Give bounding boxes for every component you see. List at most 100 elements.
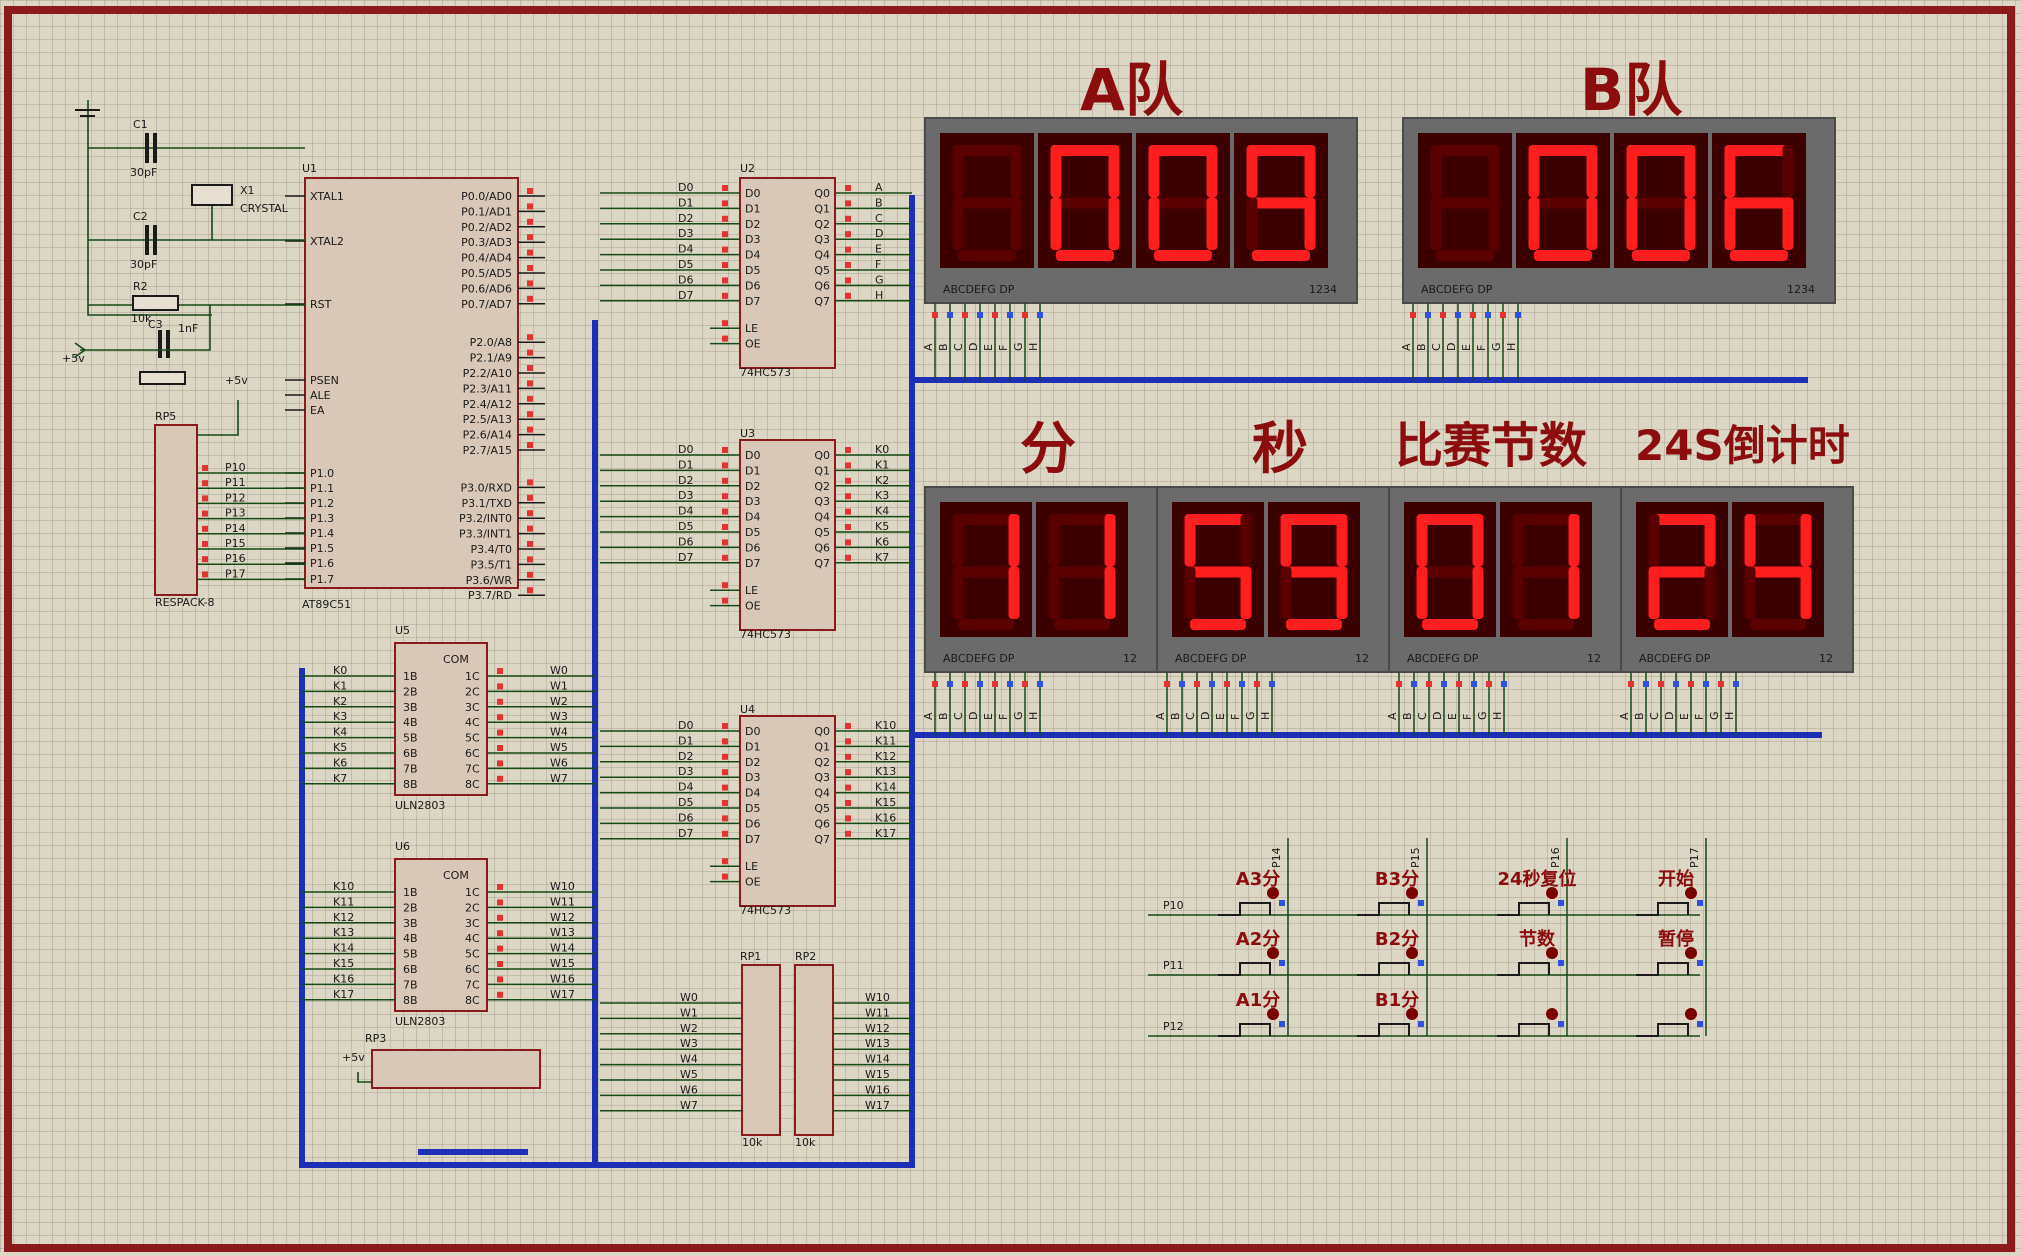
latch-net-label: K16 bbox=[875, 811, 896, 824]
mcu-pin-label: P0.7/AD7 bbox=[461, 298, 512, 311]
keypad-button[interactable]: A1分 bbox=[1218, 990, 1285, 1037]
keypad-button[interactable]: B3分 bbox=[1357, 869, 1424, 916]
keypad-button[interactable]: 暂停 bbox=[1636, 928, 1703, 976]
driver-pin-label: 3C bbox=[465, 917, 480, 930]
latch-pin-label: Q7 bbox=[814, 557, 830, 570]
keypad-button[interactable]: A3分 bbox=[1218, 869, 1285, 916]
mcu-left-pins: XTAL1XTAL2RSTPSENALEEAP1.0P1.1P1.2P1.3P1… bbox=[285, 190, 344, 586]
rp2-ref: RP2 bbox=[795, 950, 816, 963]
latch-pin-label: LE bbox=[745, 860, 758, 873]
latch-net-label: D0 bbox=[678, 443, 693, 456]
r2-value: 10k bbox=[131, 312, 152, 325]
display-segment-net: G bbox=[1476, 711, 1489, 720]
keypad-button[interactable]: B1分 bbox=[1357, 990, 1424, 1037]
driver-pin-label: 3C bbox=[465, 701, 480, 714]
rp5-net-label: P13 bbox=[225, 507, 246, 520]
display-segment-net: E bbox=[982, 344, 995, 351]
latch-pin-label: D3 bbox=[745, 771, 760, 784]
driver-output-label: W13 bbox=[550, 926, 575, 939]
driver-output-label: W7 bbox=[550, 772, 568, 785]
display-segment-net: H bbox=[1491, 712, 1504, 720]
latch-pin-label: Q4 bbox=[814, 511, 830, 524]
display-segment-net: C bbox=[952, 712, 965, 720]
latch-pin-label: D2 bbox=[745, 218, 760, 231]
mcu-pin-label: P2.5/A13 bbox=[463, 413, 512, 426]
latch-net-label: C bbox=[875, 212, 883, 225]
segment-pin-labels: ABCDEFG DP bbox=[943, 283, 1015, 296]
respack-rp3[interactable]: RP3 +5v bbox=[342, 1032, 541, 1089]
mcu-pin-label: P3.3/INT1 bbox=[459, 528, 512, 541]
digit-team_a_digits: 0 bbox=[1136, 133, 1230, 268]
driver-pin-label: 2B bbox=[403, 901, 418, 914]
latch-pin-label: Q3 bbox=[814, 233, 830, 246]
latch-net-label: K15 bbox=[875, 796, 896, 809]
latch-net-label: B bbox=[875, 196, 883, 209]
keypad-button-label: 24秒复位 bbox=[1497, 868, 1576, 890]
display-segment-net: F bbox=[1461, 714, 1474, 720]
display-segment-net: D bbox=[967, 343, 980, 351]
respack-rp5[interactable]: RP5 RESPACK-8 +5v P10P11P12P13P14P15P16P… bbox=[154, 374, 305, 609]
latch-pin-label: D1 bbox=[745, 740, 760, 753]
segment-pin-labels: ABCDEFG DP bbox=[1175, 652, 1247, 665]
latch-pin-label: Q6 bbox=[814, 541, 830, 554]
keypad-button[interactable] bbox=[1497, 1008, 1564, 1037]
driver-input-label: K15 bbox=[333, 957, 354, 970]
keypad-button[interactable]: 开始 bbox=[1636, 868, 1703, 916]
driver-input-label: K5 bbox=[333, 741, 347, 754]
driver-pin-label: 7B bbox=[403, 762, 418, 775]
keypad-button[interactable]: B2分 bbox=[1357, 929, 1424, 976]
driver-pin-label: 2C bbox=[465, 901, 480, 914]
keypad-button-label: A3分 bbox=[1236, 869, 1280, 890]
digit-team_b_digits: 0 bbox=[1614, 133, 1708, 268]
mcu-u1[interactable]: U1 AT89C51 XTAL1XTAL2RSTPSENALEEAP1.0P1.… bbox=[285, 162, 545, 611]
latch-pin-label: Q0 bbox=[814, 725, 830, 738]
keypad-button[interactable]: A2分 bbox=[1218, 929, 1285, 976]
rp5-net-label: P17 bbox=[225, 567, 246, 580]
digit-team_a_digits bbox=[940, 133, 1034, 268]
display-segment-net: H bbox=[1505, 343, 1518, 351]
c2-ref: C2 bbox=[133, 210, 148, 223]
driver-pin-label: 6C bbox=[465, 747, 480, 760]
latch-net-label: K2 bbox=[875, 474, 889, 487]
rp5-net-label: P14 bbox=[225, 522, 246, 535]
driver-pin-label: 1B bbox=[403, 670, 418, 683]
respack-rp1[interactable]: RP1 10k bbox=[740, 950, 781, 1149]
keypad-button[interactable]: 节数 bbox=[1497, 928, 1564, 976]
driver-output-label: W0 bbox=[550, 664, 568, 677]
digit-team_b_digits: 0 bbox=[1516, 133, 1610, 268]
digit-period_digits: 0 bbox=[1404, 502, 1496, 637]
driver-input-label: K17 bbox=[333, 988, 354, 1001]
driver-pin-label: 5C bbox=[465, 732, 480, 745]
mcu-pin-label: P0.0/AD0 bbox=[461, 190, 512, 203]
display-segment-net: D bbox=[1663, 712, 1676, 720]
digit-pin-labels: 12 bbox=[1587, 652, 1601, 665]
latch-pin-label: Q0 bbox=[814, 187, 830, 200]
rp2-net-label: W13 bbox=[865, 1037, 890, 1050]
display-segment-net: C bbox=[1184, 712, 1197, 720]
digit-team_a_digits: 9 bbox=[1234, 133, 1328, 268]
mcu-pin-label: P2.2/A10 bbox=[463, 367, 512, 380]
latch-net-label: D0 bbox=[678, 181, 693, 194]
latch-net-label: D2 bbox=[678, 750, 693, 763]
display-segment-net: A bbox=[1154, 712, 1167, 720]
driver-input-label: K6 bbox=[333, 756, 347, 769]
latch-pin-label: D3 bbox=[745, 233, 760, 246]
sheet-border bbox=[4, 6, 2015, 1252]
keypad-button[interactable] bbox=[1636, 1008, 1703, 1037]
mcu-pin-label: RST bbox=[310, 298, 332, 311]
keypad-button-label: 节数 bbox=[1519, 928, 1556, 950]
keypad-button-label: B3分 bbox=[1375, 869, 1419, 890]
keypad-button[interactable]: 24秒复位 bbox=[1497, 868, 1577, 916]
latch-net-label: K11 bbox=[875, 734, 896, 747]
driver-pin-label: 3B bbox=[403, 701, 418, 714]
respack-rp2[interactable]: RP2 10k bbox=[794, 950, 834, 1149]
latch-net-label: K0 bbox=[875, 443, 889, 456]
